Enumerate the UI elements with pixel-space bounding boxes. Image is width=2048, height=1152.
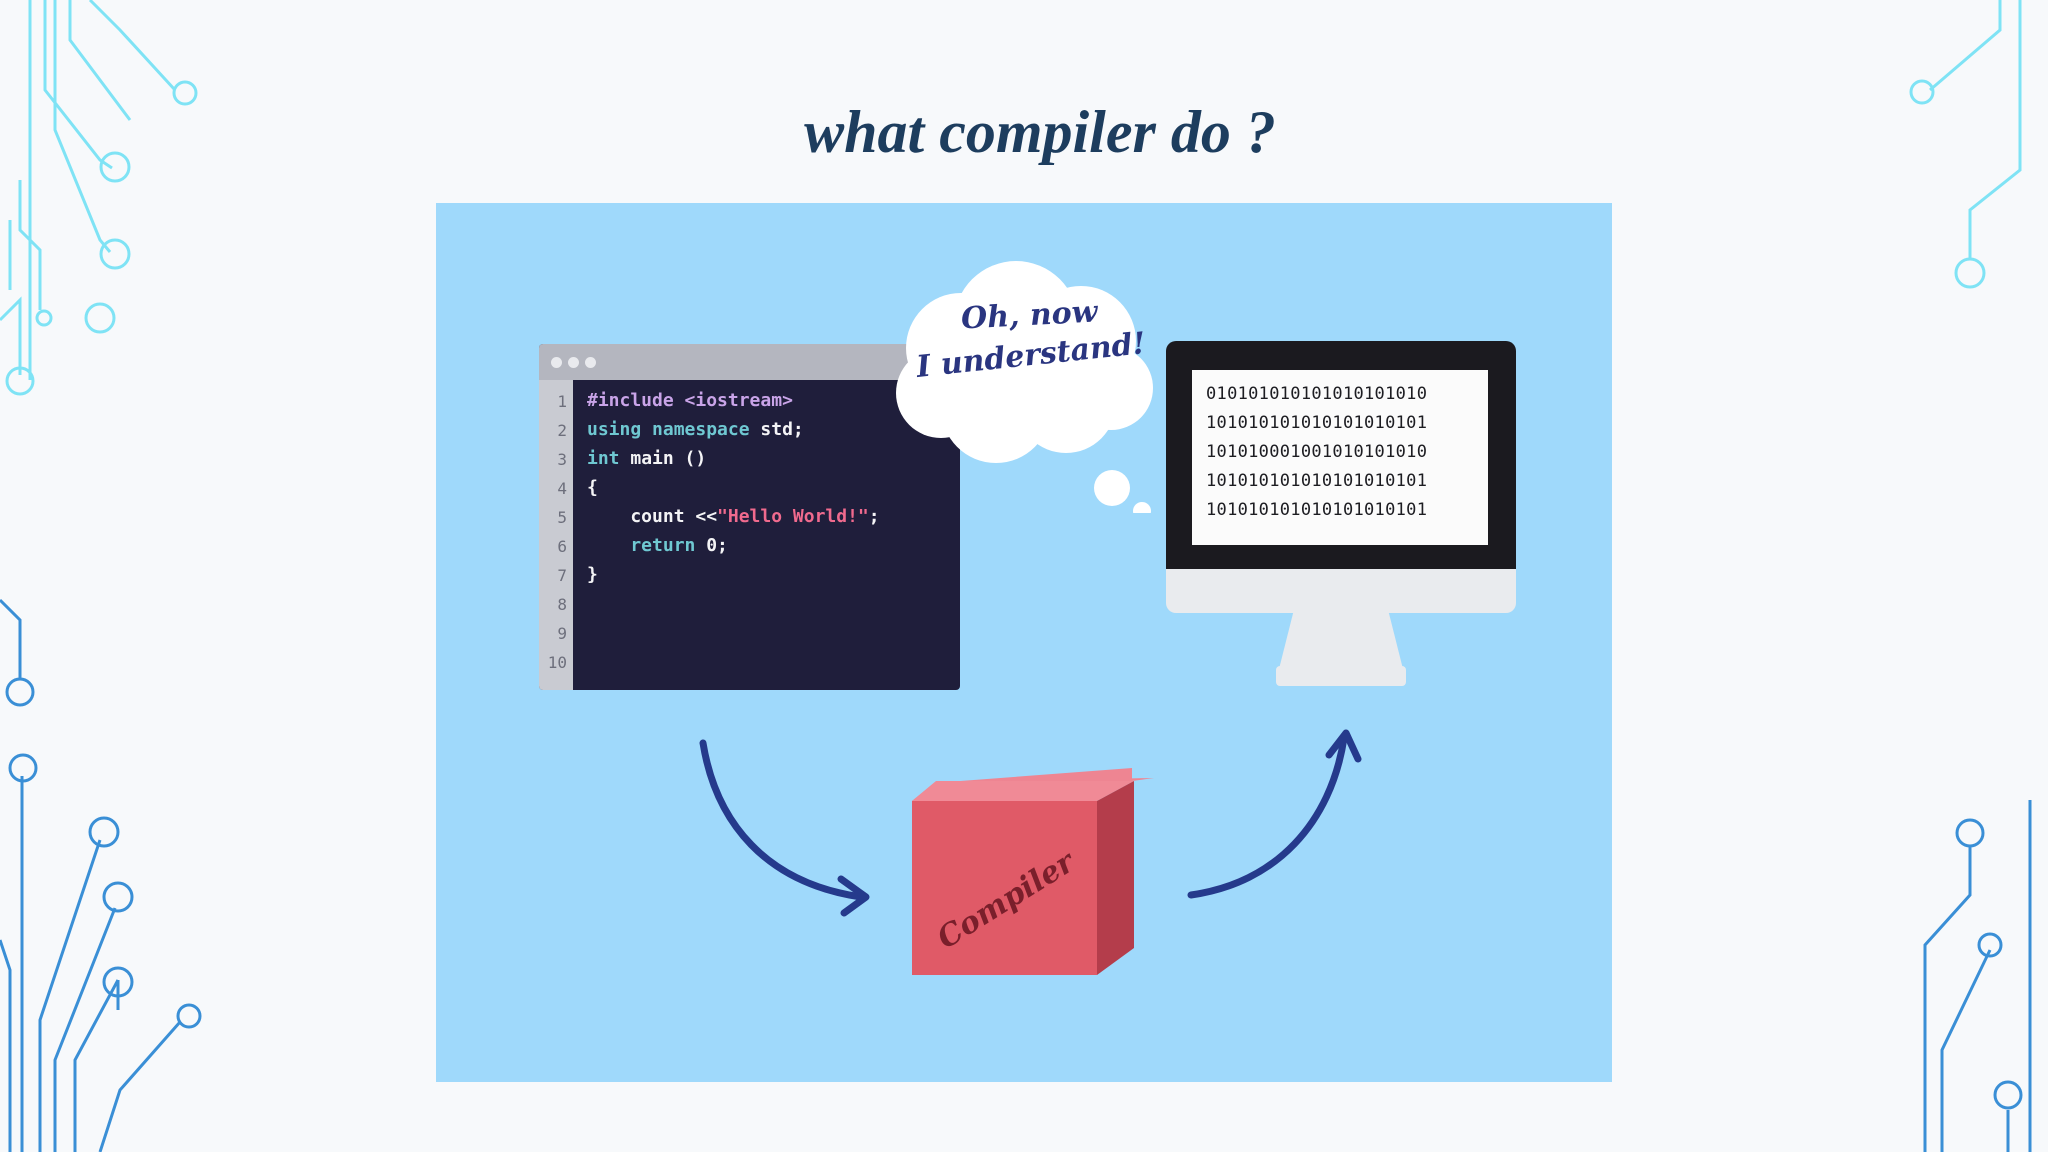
circuit-decoration-bottom-right xyxy=(1900,800,2048,1152)
slide-title: what compiler do ? xyxy=(0,98,2048,167)
circuit-decoration-top-left xyxy=(0,0,220,400)
arrow-to-monitor-icon xyxy=(1191,738,1344,895)
arrows-layer xyxy=(436,203,1612,1082)
arrow-to-compiler-icon xyxy=(703,743,861,897)
circuit-decoration-bottom-left xyxy=(0,590,230,1152)
